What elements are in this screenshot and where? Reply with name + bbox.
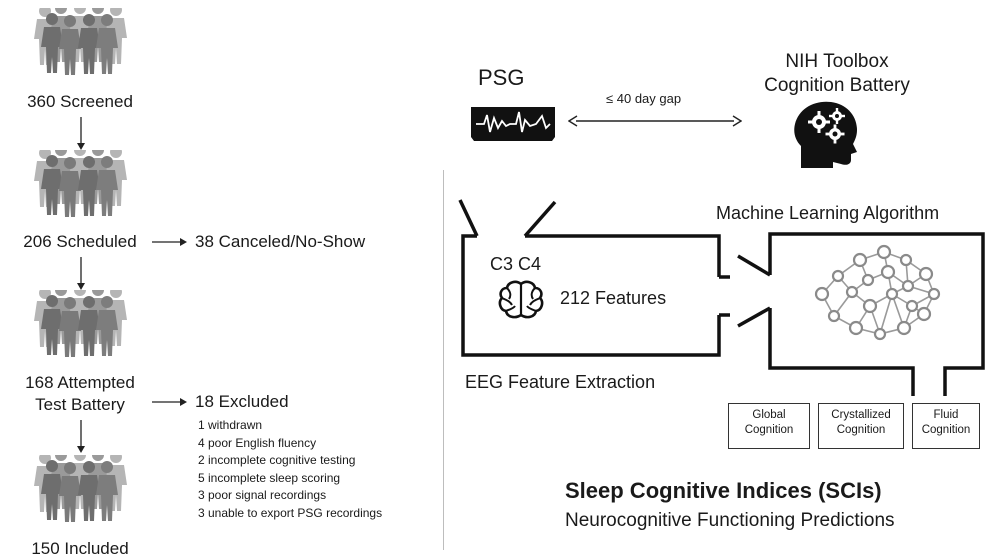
features-label: 212 Features xyxy=(560,288,667,308)
output-line1: Crystallized xyxy=(831,409,891,421)
arrow-down-icon xyxy=(77,420,85,453)
output-line1: Global xyxy=(752,409,786,421)
double-arrow-icon xyxy=(568,115,742,127)
stage-screened: 360 Screened xyxy=(27,92,133,111)
exclusion-reason: 2 incomplete cognitive testing xyxy=(198,453,356,467)
head-gears-icon xyxy=(794,101,857,168)
panel-divider xyxy=(443,170,444,550)
output-line2: Cognition xyxy=(921,424,971,436)
exclusion-reasons: 1 withdrawn 4 poor English fluency 2 inc… xyxy=(198,417,382,522)
eeg-label: EEG Feature Extraction xyxy=(465,372,656,392)
channels-label: C3 C4 xyxy=(490,254,542,274)
ml-label: Machine Learning Algorithm xyxy=(716,203,940,223)
psg-label: PSG xyxy=(478,65,525,90)
exclusion-reason: 1 withdrawn xyxy=(198,418,263,432)
eeg-extraction-box xyxy=(458,199,730,357)
output-line2: Cognition xyxy=(836,424,886,436)
sci-title: Sleep Cognitive Indices (SCIs) xyxy=(565,478,882,503)
output-line2: Cognition xyxy=(744,424,794,436)
nih-label-line1: NIH Toolbox xyxy=(785,51,889,72)
people-crowd-icon xyxy=(30,290,130,370)
canceled-count: 38 Canceled/No-Show xyxy=(195,232,366,251)
excluded-count: 18 Excluded xyxy=(195,392,289,411)
sci-subtitle: Neurocognitive Functioning Predictions xyxy=(565,510,895,531)
exclusion-reason: 5 incomplete sleep scoring xyxy=(198,470,341,485)
stage-attempted-line1: 168 Attempted xyxy=(25,373,135,392)
people-crowd-icon xyxy=(30,8,130,88)
exclusion-reason: 3 poor signal recordings xyxy=(198,488,327,502)
arrow-down-icon xyxy=(77,117,85,150)
arrow-down-icon xyxy=(77,257,85,290)
exclusion-reason: 4 poor English fluency xyxy=(198,435,317,450)
people-crowd-icon xyxy=(30,455,130,535)
people-crowd-icon xyxy=(30,150,130,230)
output-crystallized-cognition: Crystallized Cognition xyxy=(818,403,904,449)
output-fluid-cognition: Fluid Cognition xyxy=(912,403,980,449)
ml-algorithm-box xyxy=(737,232,985,396)
stage-attempted-line2: Test Battery xyxy=(35,395,125,414)
stage-attempted: 168 Attempted Test Battery xyxy=(10,372,150,416)
nih-label: NIH Toolbox Cognition Battery xyxy=(752,50,922,98)
output-global-cognition: Global Cognition xyxy=(728,403,810,449)
gap-label: ≤ 40 day gap xyxy=(606,91,682,106)
psg-signal-icon xyxy=(471,107,555,141)
arrow-right-icon xyxy=(152,398,187,406)
stage-scheduled: 206 Scheduled xyxy=(23,232,137,251)
stage-included: 150 Included xyxy=(31,539,129,558)
neural-network-icon xyxy=(814,244,941,341)
exclusion-reason: 3 unable to export PSG recordings xyxy=(198,505,383,520)
nih-label-line2: Cognition Battery xyxy=(764,75,910,96)
arrow-right-icon xyxy=(152,238,187,246)
brain-icon xyxy=(498,280,544,319)
output-line1: Fluid xyxy=(933,409,959,421)
